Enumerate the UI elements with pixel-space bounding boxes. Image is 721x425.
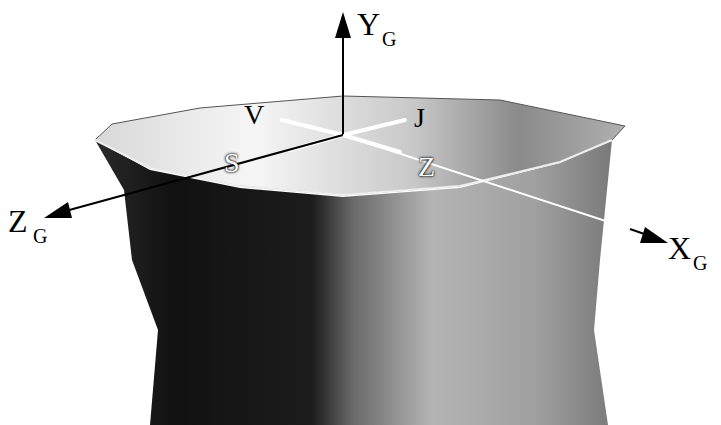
local-axis-label: Z [418, 153, 435, 181]
local-axis-label: V [244, 101, 264, 129]
local-axis-label: J [414, 104, 425, 132]
arrowhead [44, 202, 72, 218]
arrowhead [335, 12, 351, 38]
arrowhead [640, 227, 668, 243]
axis-label: Z [8, 205, 28, 237]
global-axes [62, 30, 650, 236]
axis-label: X [668, 232, 691, 264]
axis-subscript: G [693, 253, 707, 273]
axis-subscript: G [382, 29, 396, 49]
axis-subscript: G [33, 226, 47, 246]
local-axis-label: S [224, 149, 240, 177]
rim-edge [95, 140, 612, 195]
axis-label: Y [357, 8, 380, 40]
